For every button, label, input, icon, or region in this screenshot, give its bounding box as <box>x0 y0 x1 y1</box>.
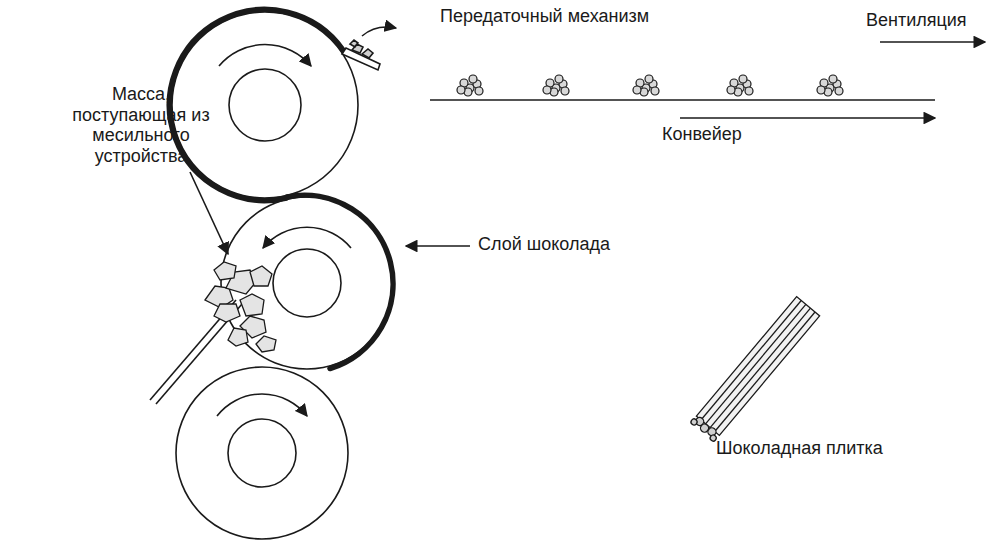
chocolate-flake <box>645 75 653 83</box>
chocolate-flake <box>457 86 465 94</box>
chocolate-flake <box>727 86 735 94</box>
bottom-roller-hub <box>228 419 296 487</box>
transfer-arrow <box>362 27 396 36</box>
leader-arrow <box>190 172 228 254</box>
chocolate-flake <box>561 87 569 95</box>
chocolate-mass <box>205 262 276 352</box>
ventilation-label: Вентиляция <box>866 10 967 31</box>
chocolate-chips <box>350 40 373 58</box>
top-roller-hub <box>229 69 301 141</box>
rotation-arrow <box>263 227 351 248</box>
middle-roller-hub <box>273 249 341 317</box>
layer-label: Слой шоколада <box>478 234 610 255</box>
chocolate-flakes <box>457 75 843 96</box>
chocolate-flake <box>543 86 551 94</box>
chocolate-flake <box>817 86 825 94</box>
chocolate-flake <box>739 75 747 83</box>
chocolate-flake <box>555 75 563 83</box>
mechanism-label: Передаточный механизм <box>440 6 649 27</box>
bar-label: Шоколадная плитка <box>716 438 883 459</box>
bottom-roller <box>176 367 348 539</box>
conveyor-belt <box>430 99 935 101</box>
chocolate-flake <box>745 87 753 95</box>
conveyor-arrow <box>680 117 935 119</box>
mass-label: Масса, поступающая из месильного устройс… <box>70 84 212 167</box>
conveyor-label: Конвейер <box>662 124 742 145</box>
feed-tray <box>156 304 242 404</box>
chocolate-flake <box>651 87 659 95</box>
ventilation-arrow <box>880 41 985 43</box>
leader-arrow <box>406 245 470 247</box>
chocolate-flake <box>829 75 837 83</box>
chocolate-flake <box>469 75 477 83</box>
chocolate-flake <box>835 87 843 95</box>
chocolate-bar <box>690 296 820 442</box>
chocolate-layer <box>287 195 393 368</box>
rotation-arrow <box>217 394 307 416</box>
rotation-arrow <box>219 45 311 66</box>
chocolate-flake <box>633 86 641 94</box>
chocolate-flake <box>475 87 483 95</box>
